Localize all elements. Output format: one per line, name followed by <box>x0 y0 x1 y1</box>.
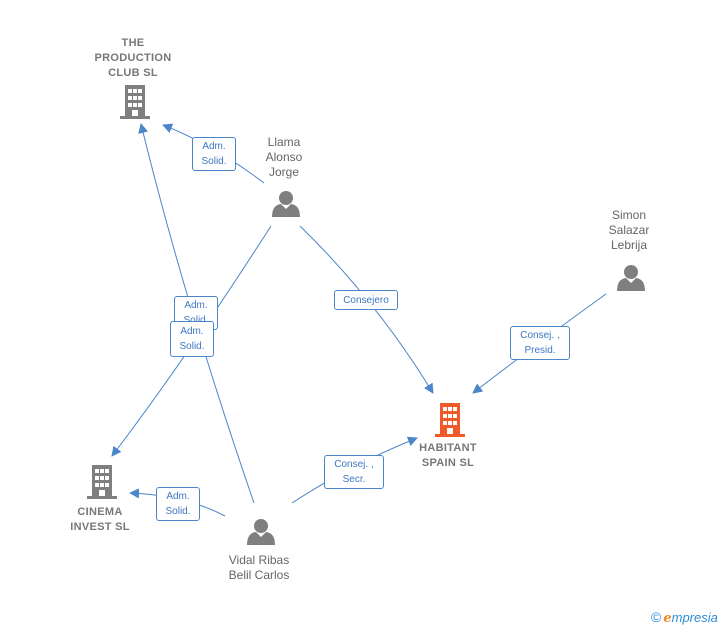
edge-label-llama-habitant[interactable]: Consejero <box>334 290 398 310</box>
building-icon[interactable] <box>120 85 150 119</box>
node-label-simon[interactable]: Simon Salazar Lebrija <box>608 208 650 252</box>
node-label-llama[interactable]: Llama Alonso Jorge <box>265 135 303 179</box>
brand-name: mpresia <box>671 610 718 625</box>
person-icon[interactable] <box>272 191 300 217</box>
person-icon[interactable] <box>617 265 645 291</box>
edge-label-vidal-cinema[interactable]: Adm. Solid. <box>156 487 200 521</box>
node-label-vidal[interactable]: Vidal Ribas Belil Carlos <box>228 553 290 582</box>
person-icon[interactable] <box>247 519 275 545</box>
node-label-cinema[interactable]: CINEMA INVEST SL <box>70 506 130 533</box>
edge-label-simon-habitant[interactable]: Consej. , Presid. <box>510 326 570 360</box>
brand-initial: e <box>663 611 672 626</box>
edge-label-llama-production[interactable]: Adm. Solid. <box>192 137 236 171</box>
copyright-symbol: © <box>651 609 662 625</box>
node-label-production-club[interactable]: THE PRODUCTION CLUB SL <box>94 37 172 79</box>
building-icon[interactable] <box>435 403 465 437</box>
edge-label-llama-cinema[interactable]: Adm. Solid. <box>170 321 214 357</box>
edge-label-vidal-habitant[interactable]: Consej. , Secr. <box>324 455 384 489</box>
building-icon[interactable] <box>87 465 117 499</box>
footer-brand: ©empresia <box>651 609 718 626</box>
node-label-habitant[interactable]: HABITANT SPAIN SL <box>419 442 477 469</box>
